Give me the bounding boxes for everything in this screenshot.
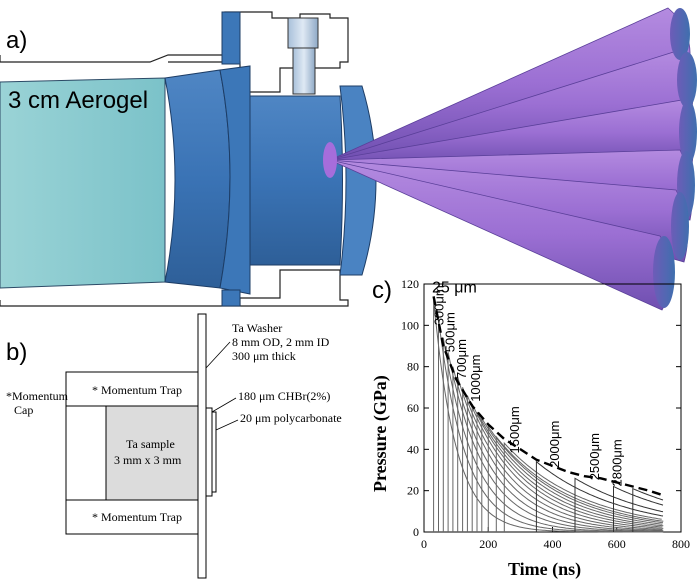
tube-section-2 xyxy=(219,65,251,295)
bolt-shaft xyxy=(292,47,316,95)
x-tick-label: 400 xyxy=(544,537,562,551)
curve-label: 2500μm xyxy=(587,433,602,480)
y-tick-label: 40 xyxy=(407,442,419,456)
curve-label: 1000μm xyxy=(468,355,483,402)
y-axis-title: Pressure (GPa) xyxy=(370,375,391,492)
y-tick-label: 20 xyxy=(407,484,419,498)
cone-cap-5 xyxy=(671,192,689,260)
flange-ring-bottom xyxy=(221,289,241,307)
cone-fan xyxy=(323,7,697,311)
ta-washer xyxy=(197,313,207,579)
curve-label: 700μm xyxy=(454,339,469,379)
momentum-trap-bottom-box xyxy=(65,499,199,535)
curve-label: 300μm xyxy=(431,285,446,325)
housing-top xyxy=(0,11,349,93)
cone-cap-1 xyxy=(670,8,690,60)
aerogel-label: 3 cm Aerogel xyxy=(8,87,148,114)
y-axis-ticks: 0 20 40 60 80 100 120 xyxy=(401,277,681,539)
x-tick-label: 0 xyxy=(421,537,427,551)
peak-envelope-dashed xyxy=(432,296,663,496)
pressure-curve xyxy=(481,416,663,532)
y-tick-label: 120 xyxy=(401,277,419,291)
polycarbonate-layer xyxy=(211,411,217,493)
y-tick-label: 100 xyxy=(401,318,419,332)
ta-sample-text-2: 3 mm x 3 mm xyxy=(114,453,182,467)
poly-leader xyxy=(215,419,239,431)
curve-label: 1500μm xyxy=(507,406,522,453)
polycarbonate-text: 20 μm polycarbonate xyxy=(240,411,342,425)
y-tick-label: 80 xyxy=(407,360,419,374)
cone-cap-3 xyxy=(679,100,697,164)
tube-section-3 xyxy=(249,95,343,266)
panel-b-label: b) xyxy=(6,339,27,366)
cone-cap-6 xyxy=(653,236,675,308)
pressure-curve xyxy=(495,435,664,532)
x-tick-label: 600 xyxy=(608,537,626,551)
pressure-curve xyxy=(574,477,664,532)
x-axis-ticks: 0 200 400 600 800 xyxy=(421,527,690,551)
x-tick-label: 800 xyxy=(672,537,690,551)
panel-c: c) 0 20 40 60 80 100 120 0 200 400 600 800 25 μm30… xyxy=(370,277,690,580)
momentum-cap-text-1: *Momentum xyxy=(6,389,69,403)
curve-label: 25 μm xyxy=(432,279,477,296)
pressure-curve xyxy=(452,366,663,532)
tube-end xyxy=(339,85,377,276)
curve-label: 2000μm xyxy=(547,421,562,468)
bolt-head xyxy=(287,17,319,49)
momentum-cap-text-2: Cap xyxy=(14,403,33,417)
momentum-trap-bottom-text: * Momentum Trap xyxy=(92,510,182,524)
chbr-layer xyxy=(205,407,213,497)
pressure-curve xyxy=(457,376,664,532)
chbr-leader xyxy=(211,397,237,413)
panel-a-label: a) xyxy=(6,27,27,54)
y-tick-label: 60 xyxy=(407,401,419,415)
cone-apex xyxy=(323,142,337,178)
flange-ring-top xyxy=(221,11,241,65)
momentum-trap-top-text: * Momentum Trap xyxy=(92,383,182,397)
pressure-curve xyxy=(476,411,664,532)
pressure-curve xyxy=(466,395,664,532)
washer-text-1: Ta Washer xyxy=(232,321,282,335)
washer-leader xyxy=(205,341,231,369)
washer-text-3: 300 μm thick xyxy=(232,349,296,363)
pressure-curve xyxy=(462,387,663,532)
curve-label: 500μm xyxy=(443,312,458,352)
pressure-curve xyxy=(503,441,662,532)
x-axis-title: Time (ns) xyxy=(508,559,581,580)
y-tick-label: 0 xyxy=(413,525,419,539)
panel-a: a) 3 cm Aerogel xyxy=(0,7,697,311)
momentum-trap-top-box xyxy=(65,371,199,407)
panel-b: b) * Momentum Trap * Momentum Trap *Mome… xyxy=(6,313,342,579)
tube-section-1 xyxy=(164,69,231,289)
washer-text-2: 8 mm OD, 2 mm ID xyxy=(232,335,330,349)
x-tick-label: 200 xyxy=(479,537,497,551)
pressure-curve xyxy=(487,424,664,532)
cone-cap-2 xyxy=(677,52,697,108)
pressure-curve xyxy=(535,460,664,532)
pressure-curve xyxy=(613,485,664,532)
ta-sample-text-1: Ta sample xyxy=(126,437,175,451)
pressure-curve xyxy=(442,337,663,533)
chbr-text: 180 μm CHBr(2%) xyxy=(238,389,330,403)
panel-c-label: c) xyxy=(372,277,392,304)
pressure-curve xyxy=(632,487,664,532)
pressure-curve xyxy=(471,403,663,532)
curve-label: 2800μm xyxy=(610,439,625,486)
pressure-curves xyxy=(433,300,664,533)
